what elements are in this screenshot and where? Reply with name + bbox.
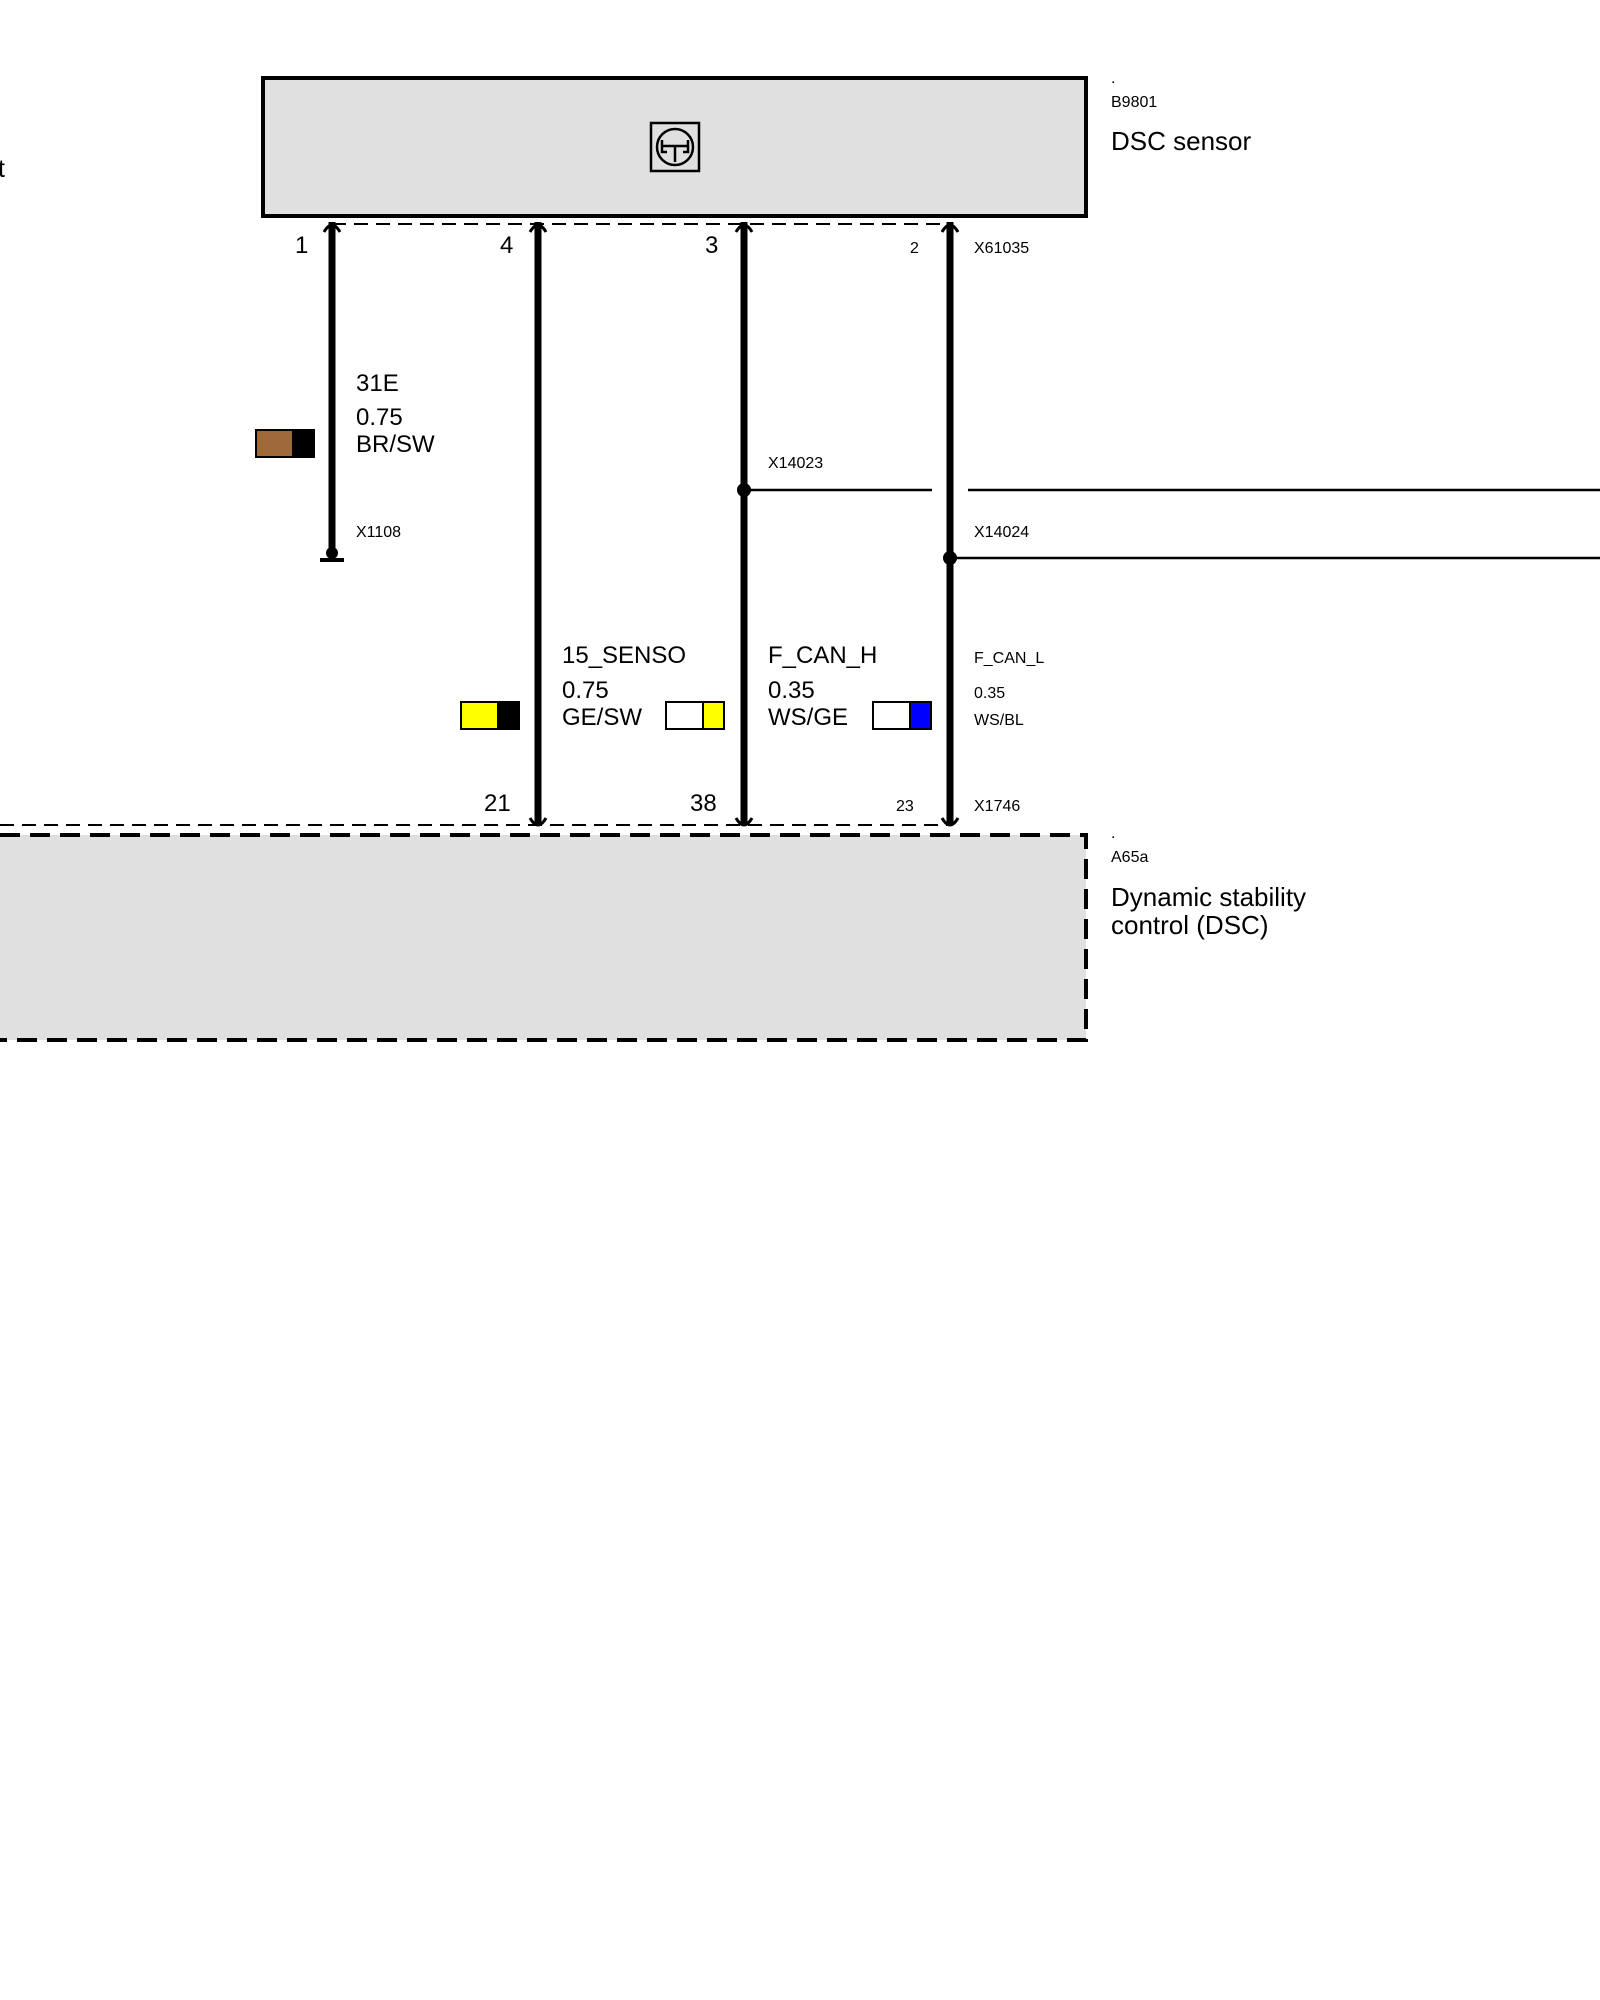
ground-color-swatch xyxy=(255,429,315,458)
sensor-dot: . xyxy=(1111,70,1115,87)
controller-dot: . xyxy=(1111,825,1115,842)
ground-symbol-icon xyxy=(320,547,344,562)
ground-point-code: X1108 xyxy=(356,524,401,541)
wire-f-can-h-color-code: WS/GE xyxy=(768,704,848,731)
sensor-pin-arcs xyxy=(322,223,960,233)
controller-box[interactable] xyxy=(0,833,1088,1042)
splice-x14023-code: X14023 xyxy=(768,455,823,472)
sensor-code: B9801 xyxy=(1111,94,1157,111)
controller-name-line-2: control (DSC) xyxy=(1111,910,1268,940)
ground-circuit-label: 31E xyxy=(356,370,399,397)
ground-gauge-label: 0.75 xyxy=(356,404,403,431)
sensor-pin-2: 2 xyxy=(910,240,919,257)
sensor-symbol-icon xyxy=(649,121,701,173)
controller-pin-23: 23 xyxy=(896,798,914,815)
wire-f-can-l-gauge: 0.35 xyxy=(974,685,1005,702)
dsc-sensor-component[interactable]: . B9801 DSC sensor xyxy=(261,70,1251,218)
splice-x14024[interactable]: X14024 xyxy=(943,524,1600,565)
sensor-pin-3: 3 xyxy=(705,232,718,259)
wire-15-senso-gauge: 0.75 xyxy=(562,677,609,704)
sensor-pin-1: 1 xyxy=(295,232,308,259)
wire-f-can-l-color-swatch xyxy=(872,701,932,730)
wire-f-can-h-color-swatch xyxy=(665,701,725,730)
controller-pin-arcs xyxy=(528,817,960,827)
sensor-pin-4: 4 xyxy=(500,232,513,259)
controller-name-line-1: Dynamic stability xyxy=(1111,882,1306,912)
controller-connector-code: X1746 xyxy=(974,798,1020,815)
wire-f-can-h-gauge: 0.35 xyxy=(768,677,815,704)
wire-15-senso-color-swatch xyxy=(460,701,520,730)
edge-text-fragment: t xyxy=(0,155,5,183)
dsc-controller-component[interactable]: . A65a Dynamic stability control (DSC) xyxy=(0,825,1306,1042)
wire-15-senso-signal: 15_SENSO xyxy=(562,642,686,669)
wire-f-can-h-signal: F_CAN_H xyxy=(768,642,877,669)
splice-x14024-code: X14024 xyxy=(974,524,1029,541)
wire-f-can-l-signal: F_CAN_L xyxy=(974,650,1044,667)
controller-code: A65a xyxy=(1111,849,1148,866)
wire-15-senso-color-code: GE/SW xyxy=(562,704,642,731)
controller-pin-38: 38 xyxy=(690,790,717,817)
wire-f-can-l-color-code: WS/BL xyxy=(974,712,1024,729)
sensor-connector-code: X61035 xyxy=(974,240,1029,257)
ground-color-code: BR/SW xyxy=(356,431,435,458)
sensor-name: DSC sensor xyxy=(1111,126,1251,156)
controller-pin-21: 21 xyxy=(484,790,511,817)
splice-x14023[interactable]: X14023 xyxy=(737,455,1600,497)
